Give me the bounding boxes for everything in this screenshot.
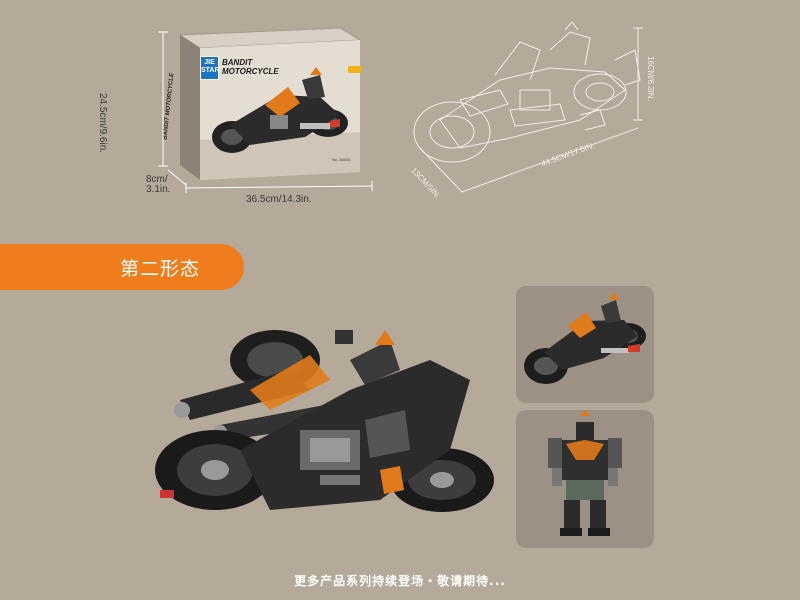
box-logo <box>348 66 362 73</box>
brand-label: JIE STAR <box>201 59 220 74</box>
box-width-label: 36.5cm/14.3in. <box>246 194 312 205</box>
thumbnail-robot-image <box>548 410 622 536</box>
thumbnail-robot[interactable] <box>516 410 654 548</box>
product-box-illustration <box>178 27 362 180</box>
box-item-number: No.:58005 <box>332 157 351 162</box>
product-box: JIE STAR BANDIT MOTORCYCLE No.:58005 BAN… <box>150 20 390 200</box>
brand-badge: JIE STAR <box>200 56 220 80</box>
footer-text: 更多产品系列持续登场・敬请期待... <box>294 574 506 588</box>
thumbnail-motorcycle-image <box>524 292 646 384</box>
main-model-illustration <box>155 330 494 512</box>
box-dimension-lines <box>158 31 373 193</box>
form-banner-label: 第二形态 <box>119 257 200 280</box>
model-height-label: 16CM/6.3IN. <box>646 56 655 101</box>
box-height-label: 24.5cm/9.6in. <box>97 93 108 154</box>
model-line-art <box>413 21 643 193</box>
form-banner: 第二形态 <box>0 244 244 290</box>
box-depth-label: 8cm/ 3.1in. <box>146 174 171 195</box>
box-title-line1: BANDIT <box>222 58 253 67</box>
box-title-line2: MOTORCYCLE <box>222 67 279 76</box>
thumbnail-motorcycle[interactable] <box>516 286 654 403</box>
